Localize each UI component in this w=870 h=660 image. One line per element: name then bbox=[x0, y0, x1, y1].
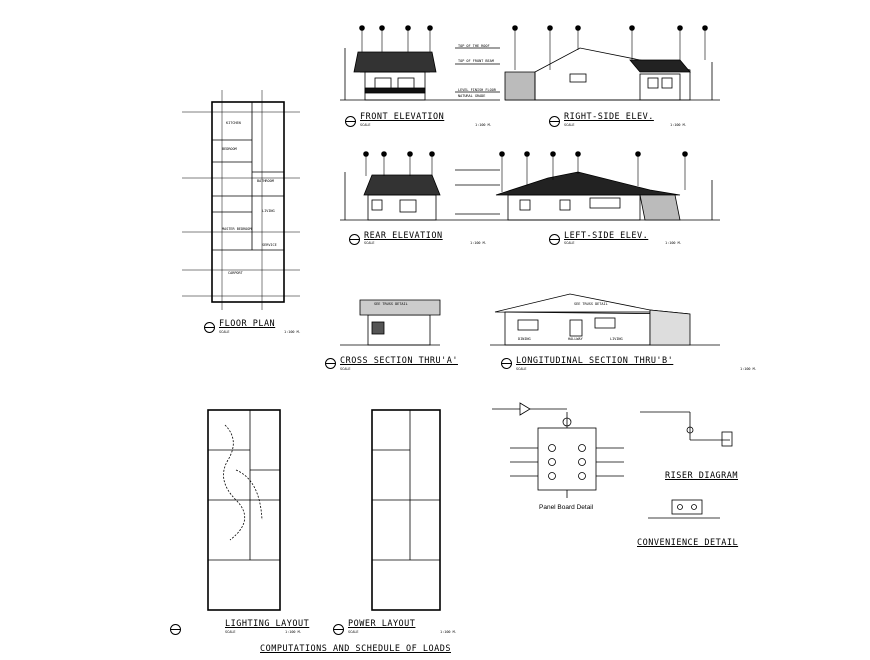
panel-board-drawing bbox=[492, 402, 624, 498]
rear-elevation-title: REAR ELEVATION bbox=[364, 231, 443, 241]
front-elevation-drawing bbox=[340, 47, 500, 101]
floor-plan-title: FLOOR PLAN bbox=[219, 319, 276, 329]
longitudinal-section-ratio: 1:100 M. bbox=[740, 367, 757, 371]
lighting-layout-title: LIGHTING LAYOUT bbox=[225, 619, 310, 629]
right-side-title: RIGHT-SIDE ELEV. bbox=[564, 112, 654, 122]
power-layout-marker bbox=[333, 624, 344, 635]
room-label-service: SERVICE bbox=[262, 243, 277, 247]
panel-board-caption: Panel Board Detail bbox=[539, 504, 594, 511]
room-label-bathroom: BATHROOM bbox=[257, 179, 274, 183]
floor-plan-marker bbox=[204, 322, 215, 333]
left-side-elevation-drawing bbox=[495, 171, 720, 221]
convenience-detail-drawing bbox=[648, 499, 720, 519]
rear-elevation-gridlines bbox=[363, 151, 435, 176]
cross-section-title: CROSS SECTION THRU'A' bbox=[340, 356, 458, 366]
rear-elevation-scale: SCALE bbox=[364, 241, 375, 245]
beam-level-note: TOP OF FRONT BEAM bbox=[458, 59, 494, 63]
longitudinal-section-marker bbox=[501, 358, 512, 369]
room-label-master-bedroom: MASTER BEDROOM bbox=[222, 227, 252, 231]
riser-diagram-title: RISER DIAGRAM bbox=[665, 471, 739, 481]
room-label-hallway: HALLWAY bbox=[568, 337, 583, 341]
right-side-scale: SCALE bbox=[564, 123, 575, 127]
front-elevation-ratio: 1:100 M. bbox=[475, 123, 492, 127]
room-label-living: LIVING bbox=[262, 209, 275, 213]
lighting-layout-scale: SCALE bbox=[225, 630, 236, 634]
front-elevation-marker bbox=[345, 116, 356, 127]
front-elevation-scale: SCALE bbox=[360, 123, 371, 127]
room-label-bedroom: BEDROOM bbox=[222, 147, 237, 151]
rear-elevation-ratio: 1:100 M. bbox=[470, 241, 487, 245]
convenience-detail-title: CONVENIENCE DETAIL bbox=[637, 538, 739, 548]
floor-plan-ratio: 1:100 M. bbox=[284, 330, 301, 334]
right-side-elevation-drawing bbox=[504, 47, 720, 101]
longitudinal-section-scale: SCALE bbox=[516, 367, 527, 371]
room-label-living-section: LIVING bbox=[610, 337, 623, 341]
floor-level-note: LEVEL FINISH FLOOR bbox=[458, 88, 496, 92]
room-label-dining: DINING bbox=[518, 337, 531, 341]
cross-section-scale: SCALE bbox=[340, 367, 351, 371]
power-layout-drawing bbox=[371, 409, 441, 611]
lighting-layout-drawing bbox=[207, 409, 281, 611]
lighting-layout-ratio: 1:100 M. bbox=[285, 630, 302, 634]
front-elevation-gridlines bbox=[359, 25, 433, 52]
power-layout-scale: SCALE bbox=[348, 630, 359, 634]
right-side-gridlines bbox=[512, 25, 708, 70]
cross-section-truss-note: SEE TRUSS DETAIL bbox=[374, 302, 408, 306]
front-elevation-title: FRONT ELEVATION bbox=[360, 112, 445, 122]
lighting-layout-marker bbox=[170, 624, 181, 635]
left-side-scale: SCALE bbox=[564, 241, 575, 245]
room-label-kitchen: KITCHEN bbox=[226, 121, 241, 125]
left-side-gridlines bbox=[499, 151, 688, 192]
floor-plan-scale: SCALE bbox=[219, 330, 230, 334]
left-side-title: LEFT-SIDE ELEV. bbox=[564, 231, 649, 241]
floor-plan-drawing bbox=[182, 90, 300, 310]
power-layout-ratio: 1:100 M. bbox=[440, 630, 457, 634]
cross-section-marker bbox=[325, 358, 336, 369]
longitudinal-section-title: LONGITUDINAL SECTION THRU'B' bbox=[516, 356, 674, 366]
power-layout-title: POWER LAYOUT bbox=[348, 619, 416, 629]
left-side-marker bbox=[549, 234, 560, 245]
longitudinal-truss-note: SEE TRUSS DETAIL bbox=[574, 302, 608, 306]
right-side-ratio: 1:100 M. bbox=[670, 123, 687, 127]
rear-elevation-marker bbox=[349, 234, 360, 245]
rear-elevation-drawing bbox=[340, 169, 500, 221]
longitudinal-section-drawing bbox=[490, 293, 720, 346]
right-side-marker bbox=[549, 116, 560, 127]
cross-section-drawing bbox=[340, 299, 441, 346]
grade-level-note: NATURAL GRADE bbox=[458, 94, 486, 98]
computations-title: COMPUTATIONS AND SCHEDULE OF LOADS bbox=[260, 644, 451, 654]
riser-diagram-drawing bbox=[640, 411, 733, 447]
room-label-carport: CARPORT bbox=[228, 271, 243, 275]
left-side-ratio: 1:100 M. bbox=[665, 241, 682, 245]
roof-level-note: TOP OF THE ROOF bbox=[458, 44, 490, 48]
